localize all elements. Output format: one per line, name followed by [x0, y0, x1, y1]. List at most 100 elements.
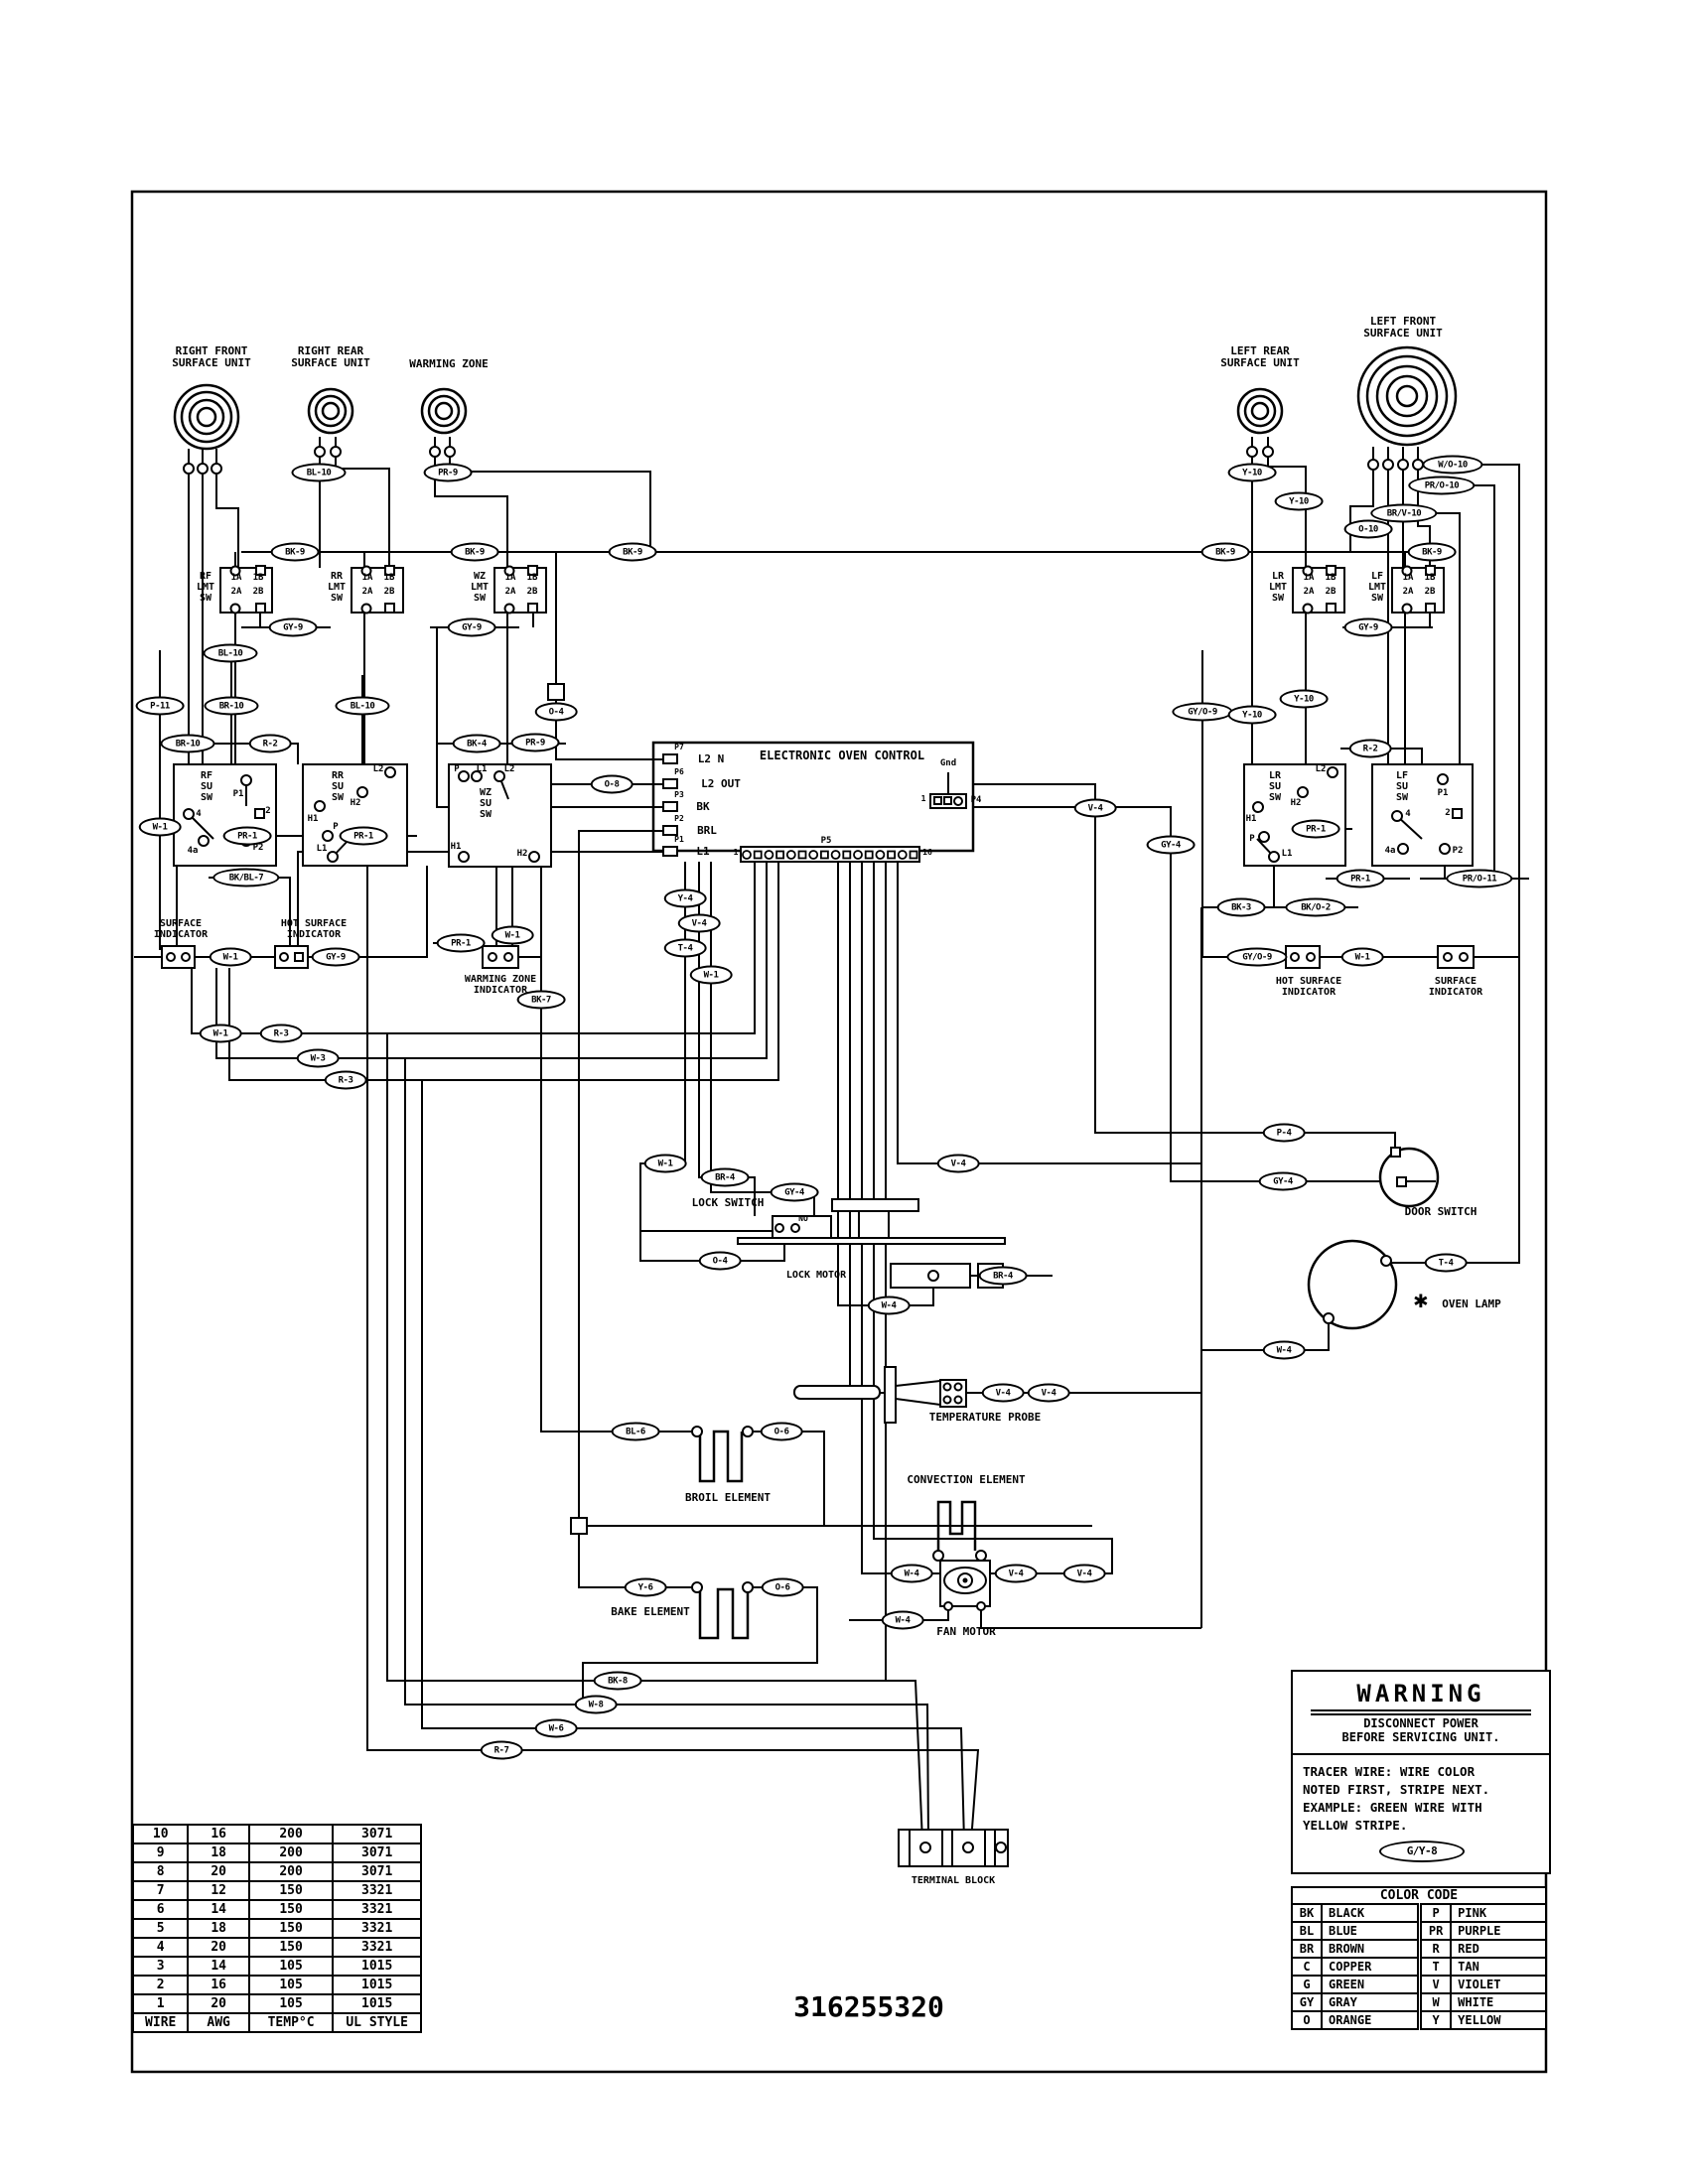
wire-label: O-6	[760, 1422, 803, 1441]
temperature-probe	[793, 1366, 967, 1424]
component-label: H1	[450, 842, 462, 852]
color-code-cell: GRAY	[1321, 1992, 1421, 2012]
p5-pin	[830, 850, 841, 860]
component-label: LR SU SW	[1268, 770, 1282, 804]
lmt-cell-label: 1A	[504, 573, 516, 583]
wire-label: V-4	[981, 1383, 1025, 1403]
wire-label: PR-1	[222, 826, 272, 846]
component-label: 4a	[187, 846, 199, 856]
wire-table-cell: 105	[247, 1975, 335, 1995]
tracer-line: NOTED FIRST, STRIPE NEXT.	[1303, 1781, 1490, 1797]
wire-table-cell: 1015	[332, 1975, 422, 1995]
wire-table-cell: 1	[131, 1993, 190, 2014]
component-label: RR LMT SW	[327, 571, 347, 605]
wire-label: PR-1	[1291, 819, 1340, 839]
color-code-cell: V	[1417, 1975, 1453, 1994]
lmt-cell-label: 2A	[1303, 587, 1315, 597]
wire-label: R-2	[248, 734, 292, 753]
wire-table-cell: 7	[131, 1880, 190, 1901]
color-code-cell: P	[1417, 1903, 1453, 1923]
wire-table-cell: 8	[131, 1861, 190, 1882]
lmt-cell-label: 1B	[383, 573, 395, 583]
wire-label: Y-10	[1227, 463, 1277, 482]
color-code-cell: WHITE	[1450, 1992, 1547, 2012]
left-rear-coil	[1236, 387, 1284, 435]
wire-table-cell: 3071	[332, 1824, 422, 1844]
wire-label: BL-10	[291, 463, 347, 482]
color-code-cell: R	[1417, 1939, 1453, 1959]
wire-label: W-1	[491, 925, 534, 945]
element-terminals	[691, 1426, 987, 1593]
component-label: TERMINAL BLOCK	[911, 1875, 996, 1886]
wire-label: Y-10	[1274, 491, 1324, 511]
wire-table-cell: 20	[187, 1937, 250, 1958]
color-code-cell: BL	[1291, 1921, 1323, 1941]
component-label: P3	[674, 790, 684, 799]
wire-label: W-6	[534, 1718, 578, 1738]
wire-table-cell: 150	[247, 1899, 335, 1920]
component-label: 2	[265, 806, 271, 816]
p5-pin	[775, 850, 784, 860]
wire-label: GY/O-9	[1172, 702, 1233, 722]
wire-label: BK-3	[1216, 897, 1266, 917]
wire-label: Y-4	[663, 888, 707, 908]
wire-label: W-8	[574, 1695, 618, 1714]
component-label: 1	[733, 848, 739, 857]
component-label: P	[1249, 834, 1255, 844]
lock-assembly	[737, 1198, 1006, 1289]
lmt-cell-label: 1A	[361, 573, 373, 583]
wire-label: PR-1	[1336, 869, 1385, 888]
wire-label: W-1	[209, 947, 252, 967]
wire-label: W-4	[867, 1296, 911, 1315]
component-label: BAKE ELEMENT	[611, 1605, 690, 1618]
warning-subtitle: DISCONNECT POWER BEFORE SERVICING UNIT.	[1341, 1716, 1500, 1744]
wire-label: V-4	[1062, 1564, 1106, 1583]
component-label: HOT SURFACE INDICATOR	[1275, 976, 1342, 999]
warming-zone-coil	[420, 387, 468, 435]
wire-label: W-4	[881, 1610, 924, 1630]
component-label: L1	[1281, 849, 1293, 859]
indicators	[161, 945, 1475, 969]
component-label: L2	[372, 764, 384, 774]
tracer-line: EXAMPLE: GREEN WIRE WITH	[1303, 1799, 1482, 1815]
lmt-cell-label: 2A	[361, 587, 373, 597]
component-label: RF SU SW	[200, 770, 213, 804]
wire-label: O-4	[534, 702, 578, 722]
lmt-cell-label: 1B	[1424, 573, 1436, 583]
door-switch	[1378, 1147, 1440, 1208]
p5-pin	[797, 850, 807, 860]
component-label: Gnd	[939, 758, 957, 768]
component-label: H2	[516, 849, 528, 859]
component-label: RR SU SW	[331, 770, 345, 804]
color-code-cell: O	[1291, 2010, 1323, 2030]
color-code-cell: T	[1417, 1957, 1453, 1977]
lmt-cell-label: 2B	[1325, 587, 1336, 597]
component-label: TEMPERATURE PROBE	[928, 1411, 1042, 1424]
component-label: L1	[696, 845, 710, 858]
p5-pin	[897, 850, 908, 860]
wire-label: W-1	[643, 1154, 687, 1173]
wire-table-cell: 150	[247, 1880, 335, 1901]
wire-label: BR-4	[700, 1167, 750, 1187]
tracer-note: TRACER WIRE: WIRE COLOR NOTED FIRST, STRI…	[1293, 1752, 1549, 1873]
wire-table-cell: 10	[131, 1824, 190, 1844]
wire-label: GY-9	[447, 617, 496, 637]
lmt-cell-label: 2A	[230, 587, 242, 597]
component-label: RIGHT FRONT SURFACE UNIT	[172, 344, 251, 370]
component-label: WZ LMT SW	[470, 571, 490, 605]
right-front-coil	[173, 383, 240, 451]
tracer-line: TRACER WIRE: WIRE COLOR	[1303, 1763, 1476, 1779]
component-label: 316255320	[793, 1990, 944, 2023]
wire-label: P-11	[135, 696, 185, 716]
wire-table-cell: 3321	[332, 1880, 422, 1901]
wire-label: Y-10	[1279, 689, 1329, 709]
wire-table-cell: 150	[247, 1918, 335, 1939]
wire-table-cell: 18	[187, 1843, 250, 1863]
component-label: 4	[1405, 809, 1411, 819]
